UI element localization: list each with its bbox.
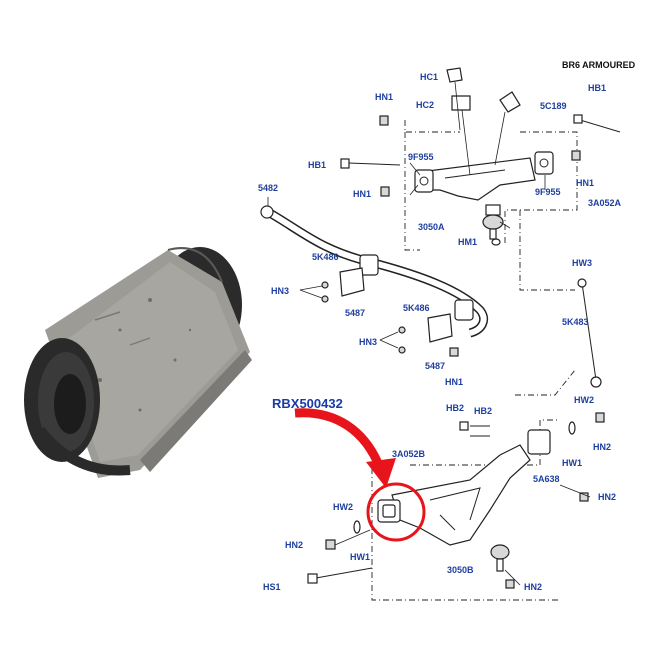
label-hn1-right: HN1 — [576, 178, 594, 188]
diagram-title: BR6 ARMOURED — [562, 60, 636, 70]
label-hw3: HW3 — [572, 258, 592, 268]
label-hn2-bottom: HN2 — [524, 582, 542, 592]
label-hs1: HS1 — [263, 582, 281, 592]
label-hn2-right-top: HN2 — [593, 442, 611, 452]
label-9f955-right: 9F955 — [535, 187, 561, 197]
label-hb1-left: HB1 — [308, 160, 326, 170]
label-hm1: HM1 — [458, 237, 477, 247]
stabilizer-bar — [260, 197, 602, 388]
label-hn1-top: HN1 — [375, 92, 393, 102]
label-hw2-right: HW2 — [574, 395, 594, 405]
label-3a052a: 3A052A — [588, 198, 622, 208]
label-5k486-mid: 5K486 — [403, 303, 430, 313]
label-5487-top: 5487 — [345, 308, 365, 318]
label-3050a: 3050A — [418, 222, 445, 232]
label-3050b: 3050B — [447, 565, 474, 575]
bushing-photo — [24, 247, 252, 478]
label-3a052b: 3A052B — [392, 449, 426, 459]
callout-part-number: RBX500432 — [272, 396, 343, 411]
label-5487-mid: 5487 — [425, 361, 445, 371]
label-hn3-top: HN3 — [271, 286, 289, 296]
label-5a638: 5A638 — [533, 474, 560, 484]
label-hw1-right: HW1 — [562, 458, 582, 468]
label-hw2-left: HW2 — [333, 502, 353, 512]
label-hb2-a: HB2 — [446, 403, 464, 413]
part-callout — [294, 408, 426, 542]
label-hc1: HC1 — [420, 72, 438, 82]
upper-control-arm — [340, 67, 621, 246]
upper-dashed-frame — [404, 120, 578, 396]
label-hc2: HC2 — [416, 100, 434, 110]
lower-control-arm — [307, 412, 605, 601]
label-hn2-left: HN2 — [285, 540, 303, 550]
label-5k486-top: 5K486 — [312, 252, 339, 262]
label-9f955-left: 9F955 — [408, 152, 434, 162]
label-5k483: 5K483 — [562, 317, 589, 327]
label-hw1-left: HW1 — [350, 552, 370, 562]
label-hn2-right: HN2 — [598, 492, 616, 502]
label-hn3-mid: HN3 — [359, 337, 377, 347]
label-hb2-b: HB2 — [474, 406, 492, 416]
label-hn1-left: HN1 — [353, 189, 371, 199]
label-hb1-right: HB1 — [588, 83, 606, 93]
label-5482: 5482 — [258, 183, 278, 193]
label-5c189: 5C189 — [540, 101, 567, 111]
label-hn1-bottom: HN1 — [445, 377, 463, 387]
